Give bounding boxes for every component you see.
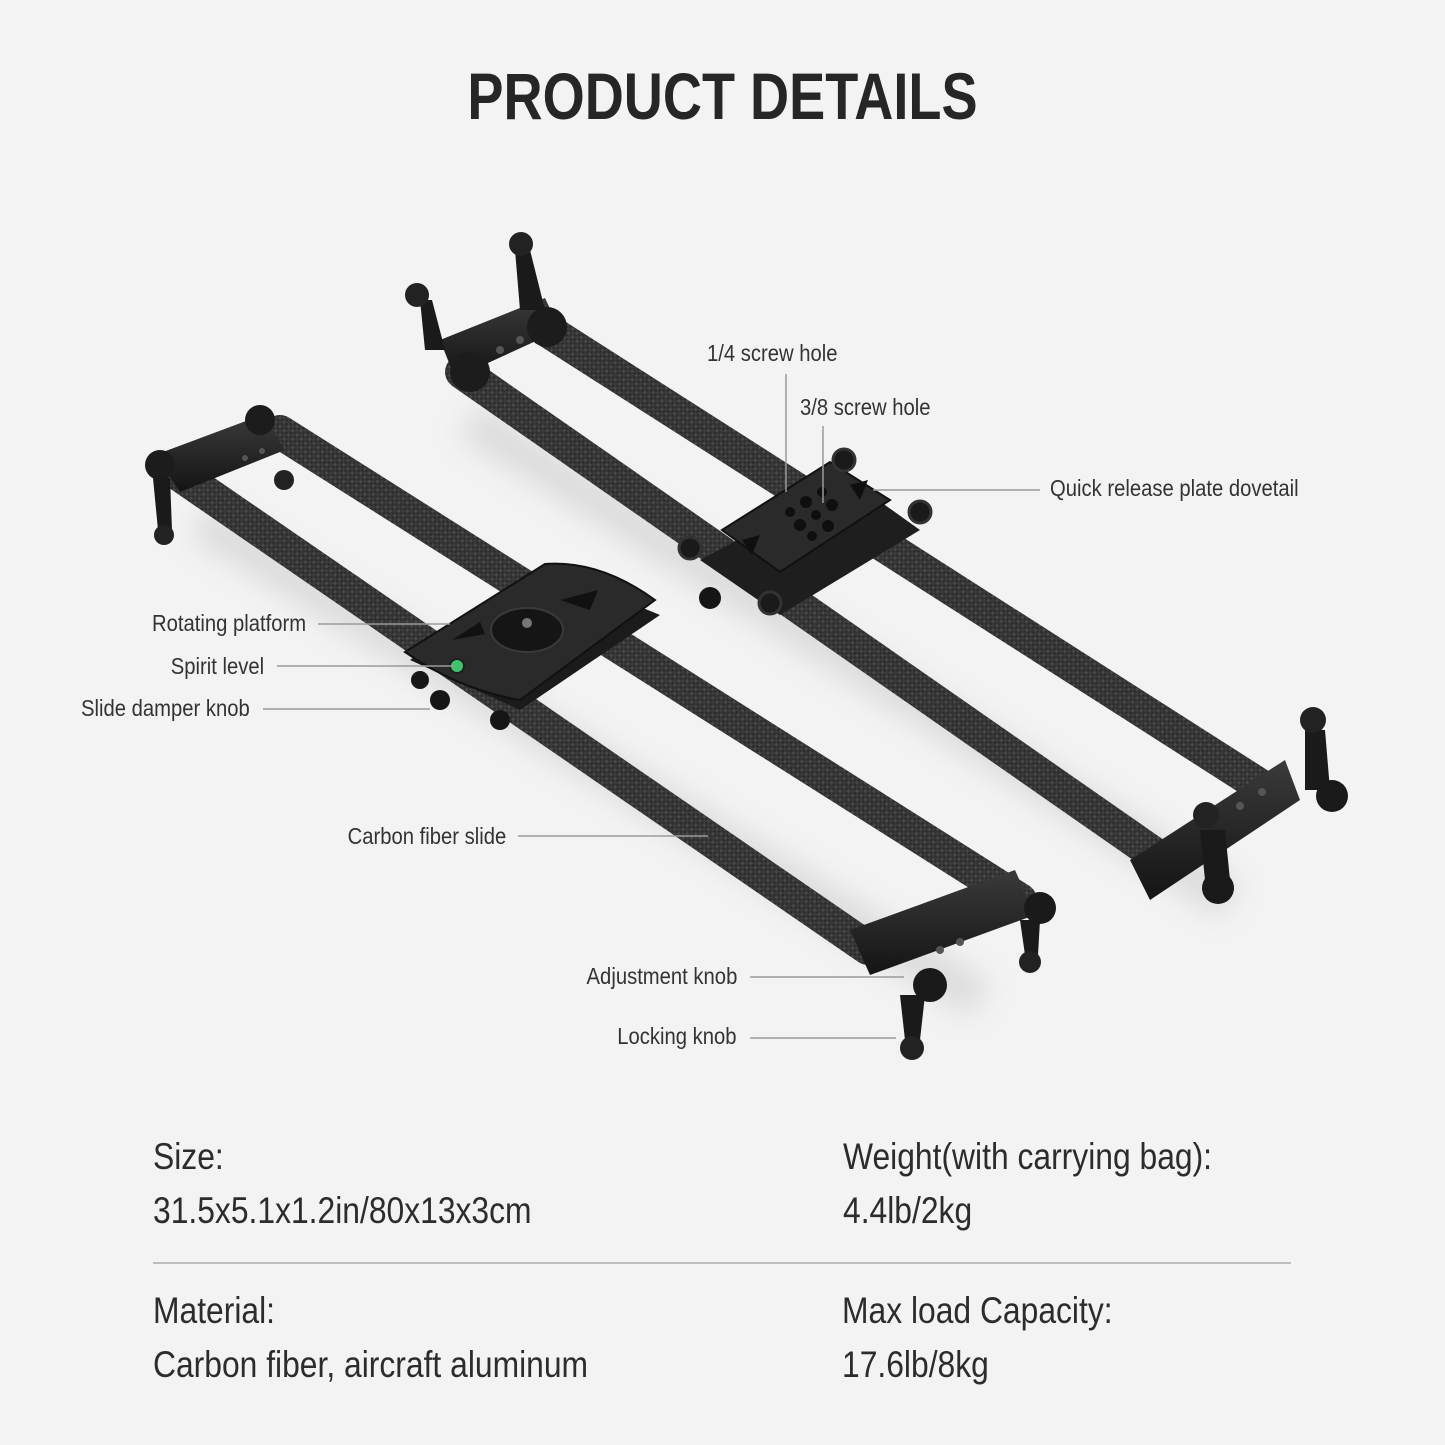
back-slider [405,232,1348,904]
page-title: PRODUCT DETAILS [467,59,978,133]
carbon-rail [445,355,1177,875]
callout-adjustment-knob: Adjustment knob [586,963,737,989]
spec-weight-value: 4.4lb/2kg [843,1190,973,1231]
callout-screw-hole-quarter: 1/4 screw hole [707,340,838,366]
spec-size-value: 31.5x5.1x1.2in/80x13x3cm [153,1190,532,1231]
spec-size-label: Size: [153,1136,224,1177]
callout-slide-damper-knob: Slide damper knob [81,695,250,721]
callout-locking-knob: Locking knob [617,1023,737,1049]
carbon-rail [263,415,1037,917]
dovetail-plate [720,460,892,574]
front-slider [145,405,1056,1060]
carbon-rail [533,315,1287,809]
callout-dovetail: Quick release plate dovetail [1050,475,1299,501]
callout-screw-hole-three-eighths: 3/8 screw hole [800,394,931,420]
callout-lines [263,374,1040,1039]
spec-material-label: Material: [153,1290,276,1331]
spec-divider [153,1262,1291,1264]
callout-rotating-platform: Rotating platform [151,610,306,636]
callout-spirit-level: Spirit level [170,653,264,679]
spec-weight-label: Weight(with carrying bag): [843,1136,1213,1177]
spec-max-load-value: 17.6lb/8kg [842,1344,989,1385]
spec-max-load-label: Max load Capacity: [842,1290,1113,1331]
callout-carbon-fiber-slide: Carbon fiber slide [347,823,506,849]
spec-material-value: Carbon fiber, aircraft aluminum [153,1344,589,1385]
